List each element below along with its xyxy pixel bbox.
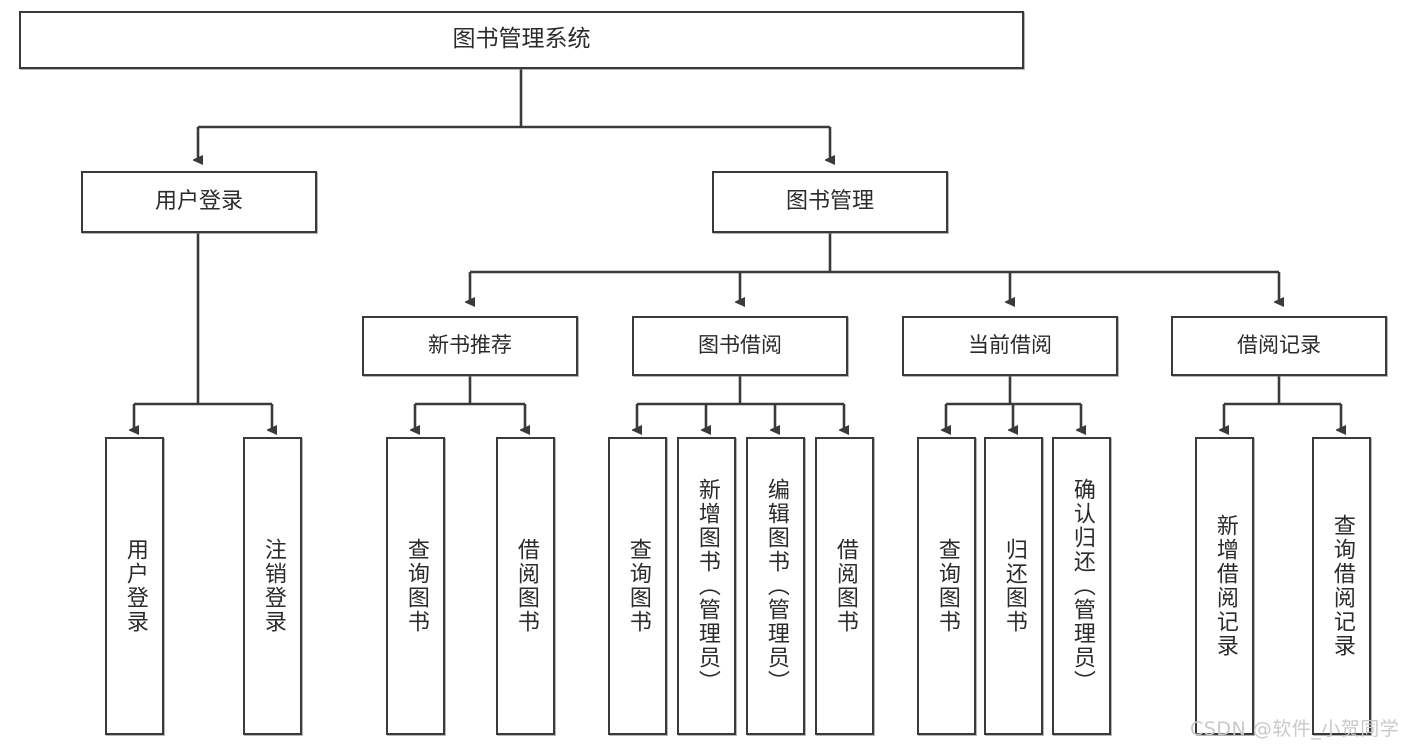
leaf-record-add-borrow-record[interactable]: 新增借阅记录 — [1195, 437, 1254, 735]
node-label: 借阅图书 — [832, 538, 858, 634]
node-current-borrow[interactable]: 当前借阅 — [902, 316, 1118, 376]
node-label: 查询图书 — [403, 538, 429, 634]
node-label: 新书推荐 — [428, 333, 512, 358]
leaf-logout[interactable]: 注销登录 — [243, 437, 302, 735]
leaf-recommend-borrow-book[interactable]: 借阅图书 — [496, 437, 555, 735]
leaf-current-return-book[interactable]: 归还图书 — [984, 437, 1043, 735]
leaf-borrow-query-book[interactable]: 查询图书 — [608, 437, 667, 735]
node-user-login[interactable]: 用户登录 — [81, 171, 317, 233]
csdn-watermark: CSDN @软件_小贺同学 — [1190, 718, 1400, 740]
node-label: 查询图书 — [625, 538, 651, 634]
node-label: 确认归还（管理员） — [1069, 478, 1095, 694]
node-label: 当前借阅 — [968, 333, 1052, 358]
leaf-borrow-edit-book-admin[interactable]: 编辑图书（管理员） — [746, 437, 805, 735]
node-label: 用户登录 — [122, 538, 148, 634]
node-book-management[interactable]: 图书管理 — [712, 171, 948, 233]
node-label: 注销登录 — [260, 538, 286, 634]
leaf-recommend-query-book[interactable]: 查询图书 — [386, 437, 445, 735]
leaf-borrow-add-book-admin[interactable]: 新增图书（管理员） — [677, 437, 736, 735]
node-label: 查询图书 — [934, 538, 960, 634]
leaf-current-confirm-return-admin[interactable]: 确认归还（管理员） — [1052, 437, 1111, 735]
node-label: 新增图书（管理员） — [694, 478, 720, 694]
leaf-current-query-book[interactable]: 查询图书 — [917, 437, 976, 735]
node-label: 借阅图书 — [513, 538, 539, 634]
node-label: 归还图书 — [1001, 538, 1027, 634]
leaf-user-login[interactable]: 用户登录 — [105, 437, 164, 735]
node-new-book-recommend[interactable]: 新书推荐 — [362, 316, 578, 376]
node-label: 新增借阅记录 — [1212, 514, 1238, 658]
node-label: 图书管理 — [785, 188, 874, 214]
node-book-borrow[interactable]: 图书借阅 — [632, 316, 848, 376]
node-label: 借阅记录 — [1237, 333, 1321, 358]
node-label: 查询借阅记录 — [1329, 514, 1355, 658]
node-label: 编辑图书（管理员） — [763, 478, 789, 694]
node-label: 图书管理系统 — [452, 26, 591, 53]
node-label: 用户登录 — [154, 188, 243, 214]
leaf-borrow-borrow-book[interactable]: 借阅图书 — [815, 437, 874, 735]
node-label: 图书借阅 — [698, 333, 782, 358]
node-borrow-record[interactable]: 借阅记录 — [1171, 316, 1387, 376]
node-root-system[interactable]: 图书管理系统 — [19, 11, 1024, 69]
leaf-record-query-borrow-record[interactable]: 查询借阅记录 — [1312, 437, 1371, 735]
